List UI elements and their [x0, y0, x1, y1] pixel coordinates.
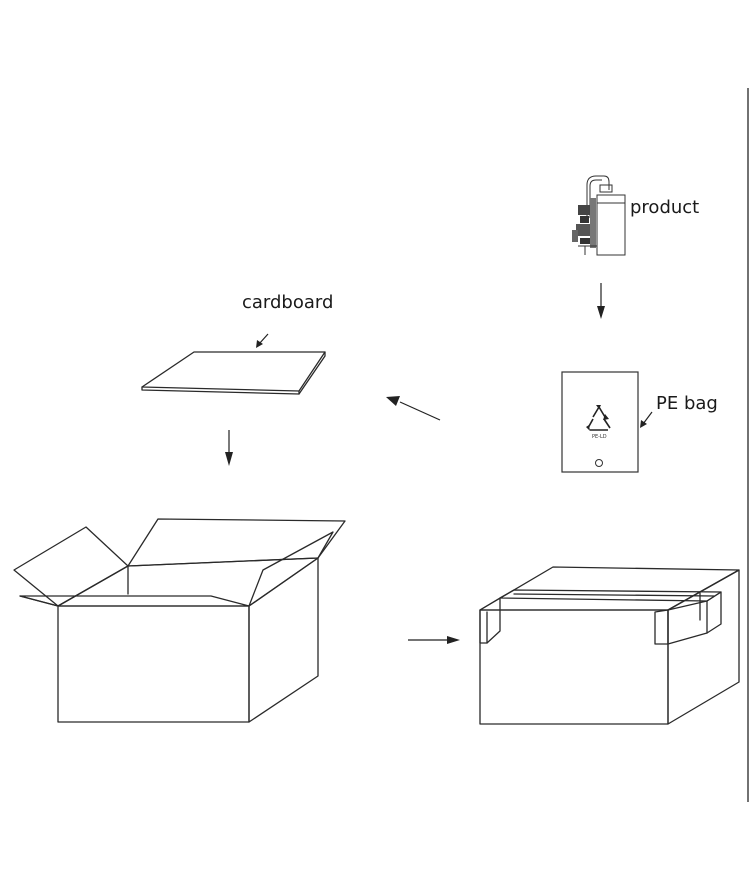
- open-box: [13, 518, 346, 723]
- sealed-box: [479, 566, 740, 725]
- cardboard-leader-arrow: [256, 333, 269, 348]
- recycle-icon: PE-LD: [586, 405, 611, 440]
- cardboard-label: cardboard: [242, 292, 333, 313]
- recycle-code: PE-LD: [592, 434, 607, 440]
- arrow-box-to-sealed: [408, 636, 460, 644]
- pe-bag-drawing: [561, 371, 639, 473]
- product-drawing: [572, 175, 626, 256]
- pe-bag-leader-arrow: [640, 411, 653, 428]
- pe-bag-label: PE bag: [656, 393, 718, 414]
- arrow-bag-to-cardboard: [386, 396, 441, 421]
- product-label: product: [630, 197, 699, 218]
- arrow-product-to-bag: [597, 283, 605, 319]
- cardboard-sheet: [141, 351, 326, 395]
- arrow-cardboard-to-box: [225, 430, 233, 466]
